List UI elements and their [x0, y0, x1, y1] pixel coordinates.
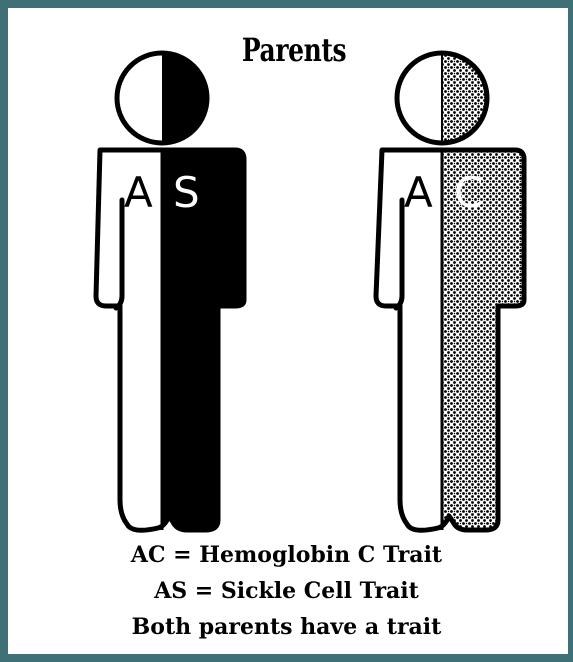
- parent-figure-ac: A C: [376, 53, 562, 540]
- parent-letter-right: S: [173, 168, 200, 217]
- caption-both-parents: Both parents have a trait: [0, 613, 573, 641]
- parent-head: [117, 53, 207, 143]
- parent-letter-left: A: [124, 168, 153, 217]
- parent-letter-right: C: [454, 168, 483, 217]
- diagram-title: Parents: [232, 30, 357, 70]
- caption-sickle-cell: AS = Sickle Cell Trait: [0, 577, 573, 605]
- caption-hemoglobin-c: AC = Hemoglobin C Trait: [0, 541, 573, 569]
- parent-letter-left: A: [404, 168, 433, 217]
- parent-head: [397, 53, 487, 143]
- parent-figure-as: A S: [96, 53, 282, 540]
